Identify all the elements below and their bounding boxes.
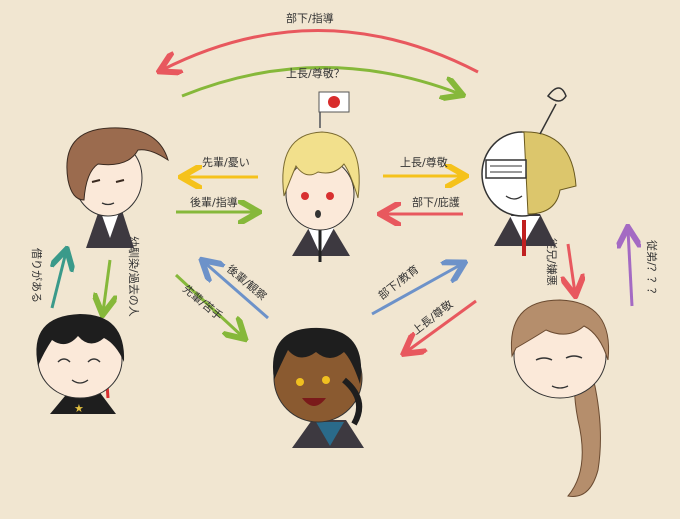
label-left-up-teal: 借りがある — [30, 248, 44, 303]
arrow-diag-green-down — [174, 273, 243, 337]
arrow-right-down-red — [568, 243, 575, 293]
arrow-right-up-purple — [628, 230, 632, 307]
label-center-right-yellow: 上長/尊敬 — [400, 155, 448, 169]
arrow-diag-blue-up — [204, 262, 269, 320]
label-left-down-green: 幼馴染/過去の人 — [127, 236, 141, 317]
arrow-diag-blue-right — [371, 264, 462, 316]
character-ponytail — [510, 299, 610, 497]
label-diag-blue-right: 部下/教育 — [375, 262, 421, 302]
arrow-top-green — [181, 66, 460, 96]
arrow-top-red — [162, 29, 479, 72]
character-knight — [481, 87, 577, 256]
label-diag-blue-up: 後輩/観察 — [224, 262, 270, 303]
label-diag-green-down: 先輩/苦手 — [180, 282, 226, 323]
label-center-right-red: 部下/庇護 — [412, 195, 460, 209]
character-blond — [282, 91, 360, 262]
label-right-down-red: 従兄/嫌悪 — [545, 238, 559, 286]
arrow-diag-red-left — [406, 299, 477, 352]
label-center-left-green: 後輩/指導 — [190, 195, 238, 209]
label-top-red: 部下/指導 — [286, 11, 334, 25]
label-top-green: 上長/尊敬？ — [286, 66, 345, 80]
character-brown-hair — [66, 127, 169, 248]
arrow-left-up-teal — [52, 252, 66, 309]
label-center-left-yellow: 先輩/憂い — [202, 155, 250, 169]
arrow-left-down-green — [103, 259, 110, 312]
character-black-hair: ★ — [36, 314, 125, 415]
character-dark-skin — [272, 327, 364, 448]
svg-text:★: ★ — [74, 402, 84, 415]
label-right-up-purple: 従弟/？？？ — [645, 240, 658, 299]
japan-flag-icon — [318, 91, 350, 113]
